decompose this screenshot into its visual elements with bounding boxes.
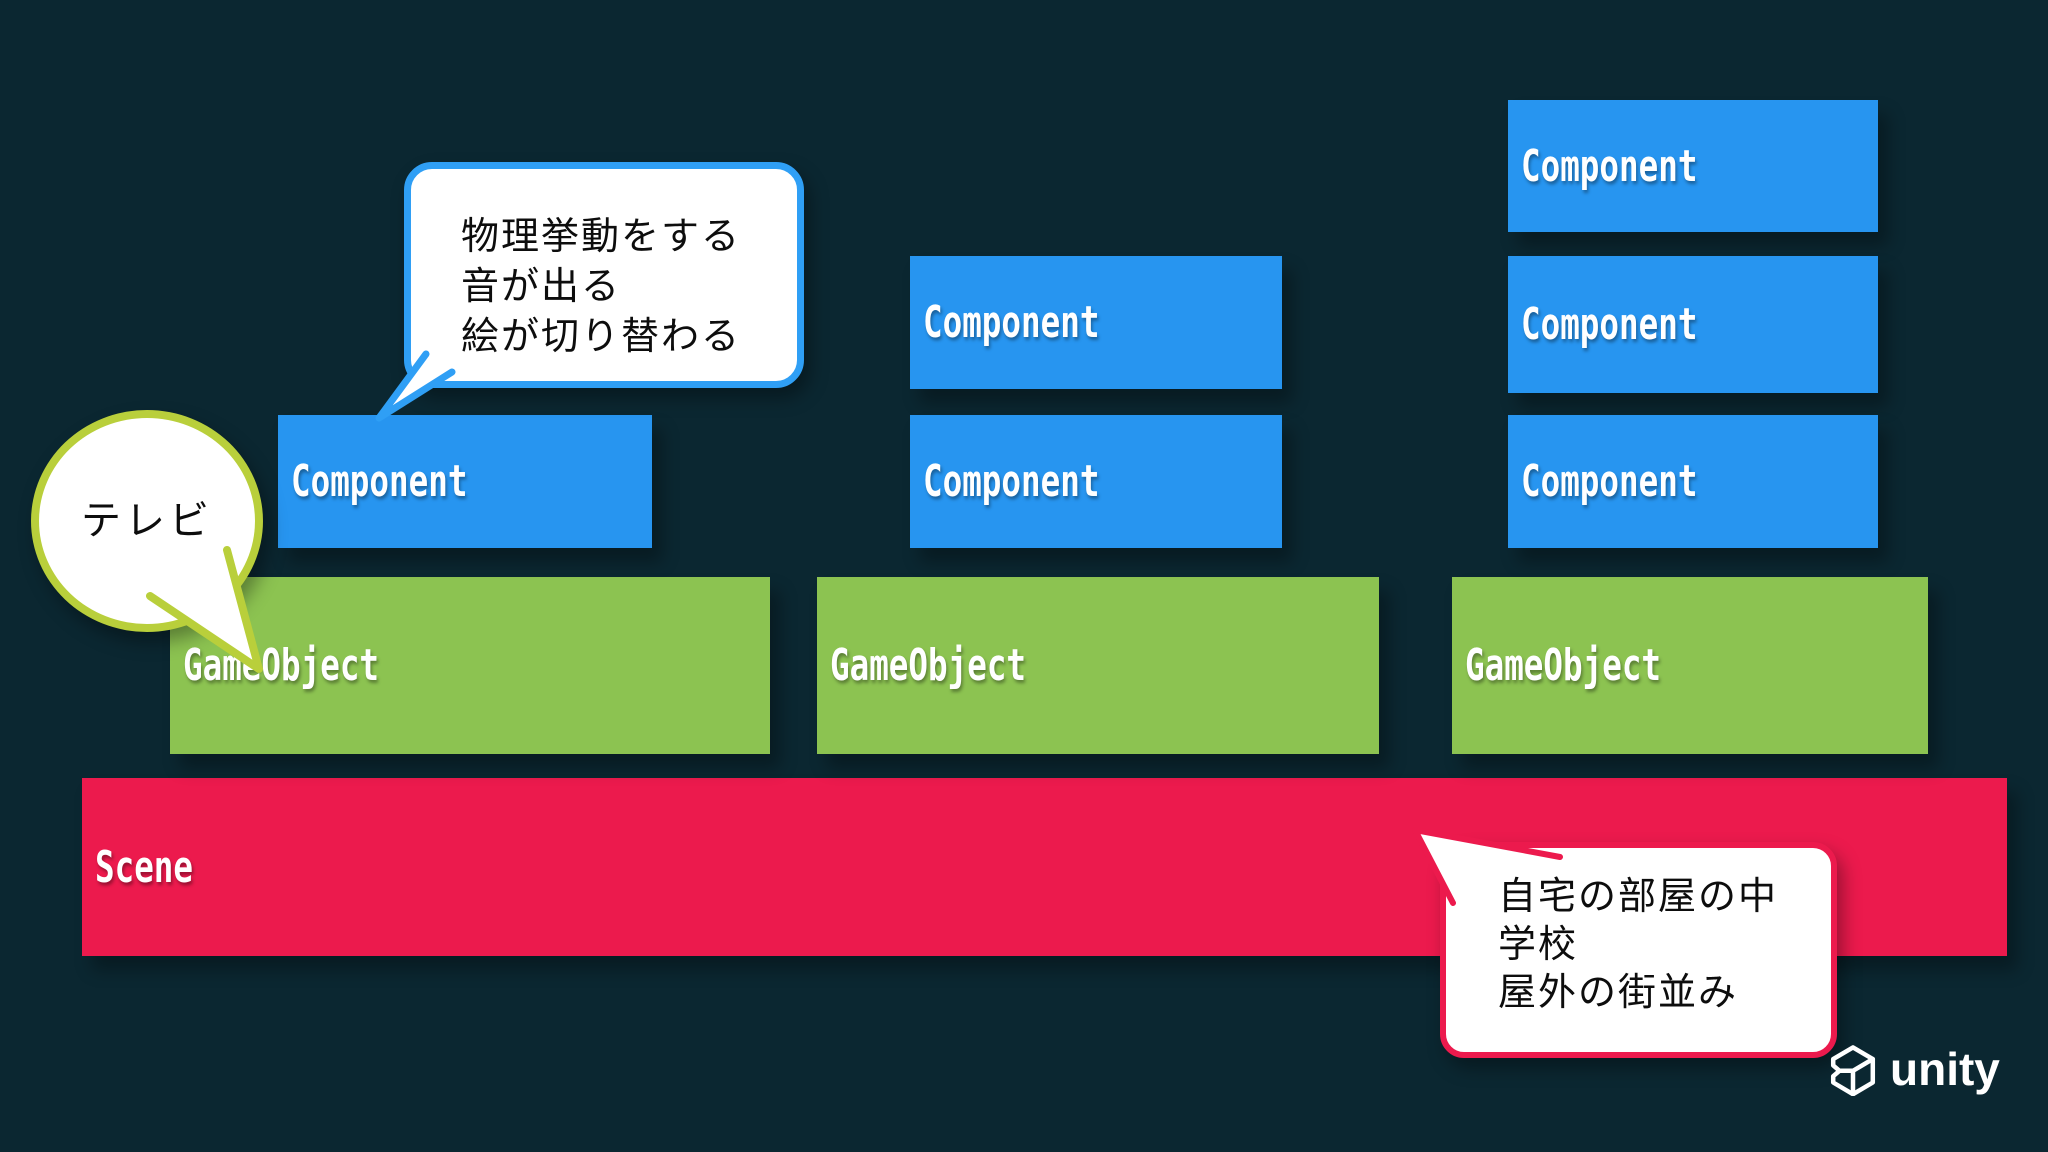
tv-note-text: テレビ	[81, 498, 213, 544]
unity-logo: unity	[1826, 1042, 2000, 1096]
speech-bubble-tv-note: テレビ	[31, 410, 263, 632]
component-box-middle-1: Component	[910, 256, 1282, 389]
unity-wordmark: unity	[1890, 1043, 2000, 1095]
component-box-right-2: Component	[1508, 256, 1878, 393]
gameobject-label: GameObject	[1465, 640, 1662, 691]
component-label: Component	[1521, 456, 1698, 507]
component-label: Component	[291, 456, 468, 507]
component-label: Component	[923, 297, 1100, 348]
component-note-line: 物理挙動をする	[461, 214, 742, 258]
unity-cube-icon	[1830, 1045, 1876, 1096]
component-box-right-3: Component	[1508, 415, 1878, 548]
component-label: Component	[923, 456, 1100, 507]
component-note-line: 音が出る	[461, 264, 622, 308]
component-label: Component	[1521, 299, 1698, 350]
scene-note-line: 学校	[1498, 922, 1579, 966]
component-box-right-1: Component	[1508, 100, 1878, 232]
gameobject-box-left: GameObject	[170, 577, 770, 754]
gameobject-label: GameObject	[830, 640, 1027, 691]
scene-note-line: 屋外の街並み	[1498, 970, 1739, 1014]
speech-bubble-scene-note: 自宅の部屋の中 学校 屋外の街並み	[1440, 842, 1837, 1058]
gameobject-label: GameObject	[183, 640, 380, 691]
scene-note-line: 自宅の部屋の中	[1498, 874, 1779, 918]
scene-label: Scene	[95, 841, 194, 893]
speech-bubble-component-note: 物理挙動をする 音が出る 絵が切り替わる	[404, 162, 804, 388]
component-label: Component	[1521, 140, 1698, 192]
gameobject-box-middle: GameObject	[817, 577, 1379, 754]
component-note-line: 絵が切り替わる	[461, 314, 742, 358]
component-box-left: Component	[278, 415, 652, 548]
gameobject-box-right: GameObject	[1452, 577, 1928, 754]
component-box-middle-2: Component	[910, 415, 1282, 548]
